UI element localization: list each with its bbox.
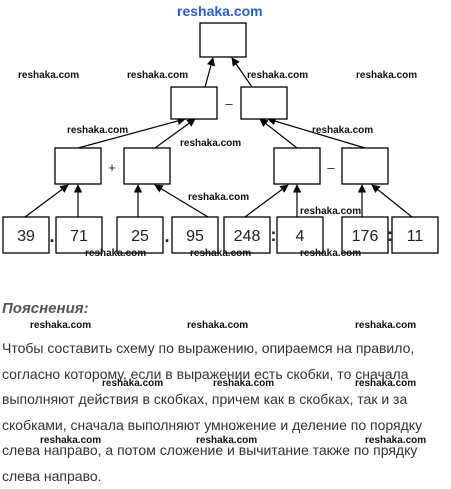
leaf-box-248 (223, 216, 271, 254)
leaf-value: 25 (131, 228, 149, 245)
leaf-value: 248 (234, 228, 261, 245)
watermark: reshaka.com (40, 435, 102, 446)
edge-95 (154, 184, 209, 218)
watermark: reshaka.com (247, 70, 308, 81)
watermark: reshaka.com (196, 435, 258, 446)
watermark: reshaka.com (177, 3, 263, 19)
sum-right-box (123, 147, 171, 185)
left-operator: + (108, 160, 116, 175)
edge-39 (24, 184, 69, 218)
watermark: reshaka.com (18, 70, 79, 81)
right-diff-operand-box (240, 86, 288, 120)
watermark: reshaka.com (85, 248, 146, 259)
watermark: reshaka.com (180, 138, 241, 149)
leaf-value: 11 (407, 228, 424, 245)
watermark: reshaka.com (127, 70, 188, 81)
root-operator: – (225, 96, 233, 111)
edge-11 (371, 184, 413, 218)
edge-sum-left-to-left (77, 116, 186, 149)
right-operator: – (327, 160, 335, 175)
leaf-value: 176 (352, 228, 379, 245)
leaf-box-71 (55, 216, 103, 254)
watermark: reshaka.com (102, 378, 164, 389)
watermark: reshaka.com (213, 378, 275, 389)
leaf-value: 71 (70, 228, 88, 245)
watermark: reshaka.com (365, 435, 427, 446)
edge-right-to-root (231, 57, 253, 88)
watermark: reshaka.com (356, 70, 417, 81)
edge-248 (244, 184, 289, 218)
left-diff-operand-box (170, 86, 218, 120)
leaf-box-4 (276, 216, 324, 254)
watermark: reshaka.com (355, 320, 417, 331)
leaf-operator-3: : (271, 225, 277, 245)
leaf-operator-2: · (165, 231, 171, 251)
leaf-value: 39 (17, 228, 35, 245)
edge-sum-right-to-left (154, 118, 196, 149)
watermark: reshaka.com (300, 206, 361, 217)
leaf-operator-1: · (50, 231, 56, 251)
diff-right-box (341, 147, 389, 185)
watermark: reshaka.com (312, 125, 373, 136)
edge-diff-left-to-right (259, 118, 298, 149)
leaf-box-95 (171, 216, 219, 254)
watermark: reshaka.com (188, 192, 249, 203)
watermark: reshaka.com (67, 125, 128, 136)
expression-tree-diagram: 39 71 25 95 248 4 176 11 – + – · · : : r… (2, 3, 439, 259)
watermark: reshaka.com (187, 320, 249, 331)
edge-diff-right-to-right (267, 117, 366, 149)
watermark: reshaka.com (300, 248, 361, 259)
watermark: reshaka.com (190, 248, 251, 259)
leaf-value: 95 (186, 228, 204, 245)
explanation-title: Пояснения: (2, 300, 89, 317)
sum-left-box (54, 147, 102, 185)
leaf-box-25 (116, 216, 164, 254)
leaf-box-11 (391, 216, 439, 254)
leaf-box-39 (2, 216, 50, 254)
watermark: reshaka.com (30, 320, 92, 331)
explanation-text: Чтобы составить схему по выражению, опир… (2, 340, 423, 484)
root-box (199, 22, 247, 58)
edge-left-to-root (204, 57, 216, 88)
leaf-value: 4 (296, 228, 305, 245)
watermark: reshaka.com (355, 378, 417, 389)
leaf-operator-4: : (387, 225, 393, 245)
leaf-box-176 (341, 216, 389, 254)
diff-left-box (273, 147, 321, 185)
